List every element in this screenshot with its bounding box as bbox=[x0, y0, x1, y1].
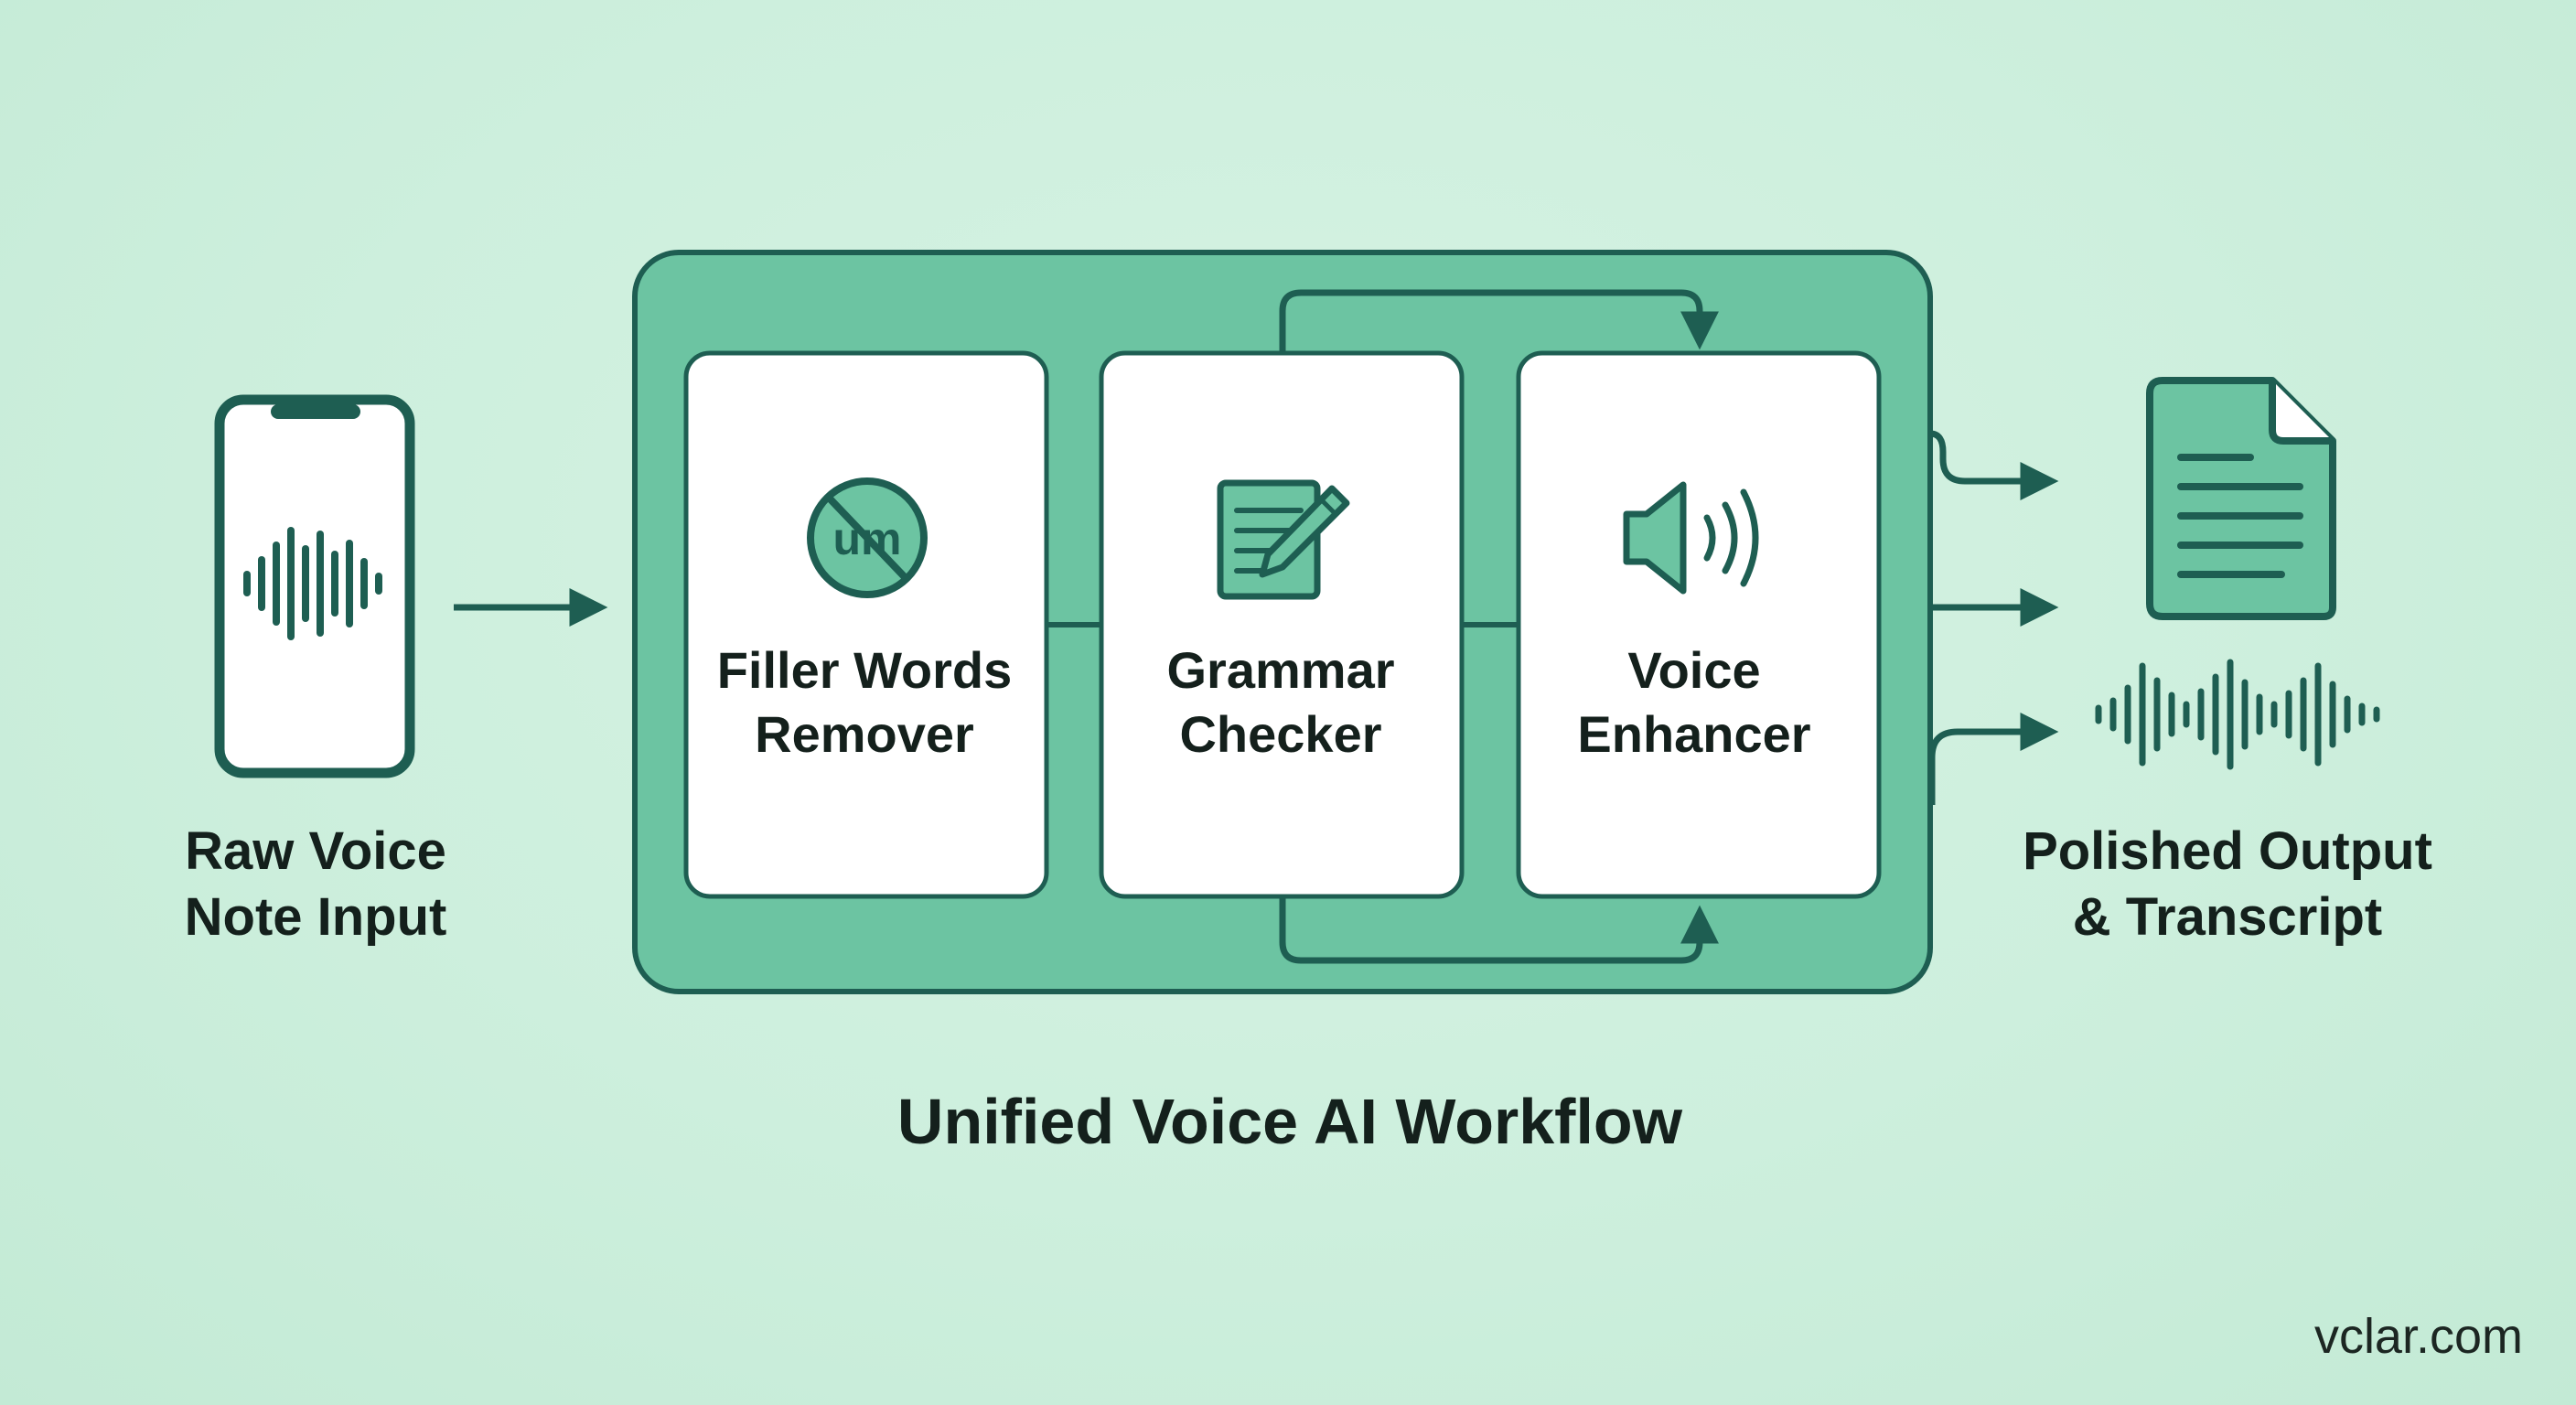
output-label-line1: Polished Output bbox=[2023, 821, 2432, 881]
audio-waveform-icon bbox=[2095, 659, 2380, 770]
output-label-line2: & Transcript bbox=[2072, 887, 2383, 947]
input-label-line1: Raw Voice bbox=[185, 821, 446, 881]
filler-words-label-line2: Remover bbox=[755, 705, 974, 763]
voice-enhancer-label: Voice Enhancer bbox=[1511, 638, 1877, 767]
voice-enhancer-label-line1: Voice bbox=[1627, 641, 1761, 699]
grammar-checker-label-line2: Checker bbox=[1179, 705, 1382, 763]
input-label: Raw Voice Note Input bbox=[137, 819, 494, 950]
voice-enhancer-label-line2: Enhancer bbox=[1577, 705, 1811, 763]
filler-words-label: Filler Words Remover bbox=[682, 638, 1047, 767]
document-icon bbox=[2146, 377, 2336, 620]
input-label-line2: Note Input bbox=[184, 887, 447, 947]
smartphone-icon bbox=[214, 394, 415, 778]
output-arrow-audio bbox=[1928, 713, 2059, 805]
document-pencil-icon bbox=[1217, 479, 1350, 600]
grammar-checker-label: Grammar Checker bbox=[1098, 638, 1464, 767]
no-um-icon: um bbox=[807, 477, 928, 598]
output-arrow-document bbox=[1929, 430, 2059, 500]
input-waveform-icon bbox=[243, 527, 382, 640]
bypass-arrow-bottom bbox=[1279, 896, 1719, 964]
site-credit: vclar.com bbox=[2313, 1309, 2523, 1364]
grammar-checker-card bbox=[1099, 350, 1465, 899]
workflow-title: Unified Voice AI Workflow bbox=[896, 1086, 1683, 1157]
speaker-icon bbox=[1623, 481, 1759, 595]
voice-enhancer-card bbox=[1516, 350, 1882, 899]
bypass-arrow-top bbox=[1279, 289, 1719, 353]
output-label: Polished Output & Transcript bbox=[1980, 819, 2474, 950]
filler-words-label-line1: Filler Words bbox=[716, 641, 1013, 699]
grammar-checker-label-line1: Grammar bbox=[1166, 641, 1395, 699]
filler-words-card bbox=[683, 350, 1049, 899]
